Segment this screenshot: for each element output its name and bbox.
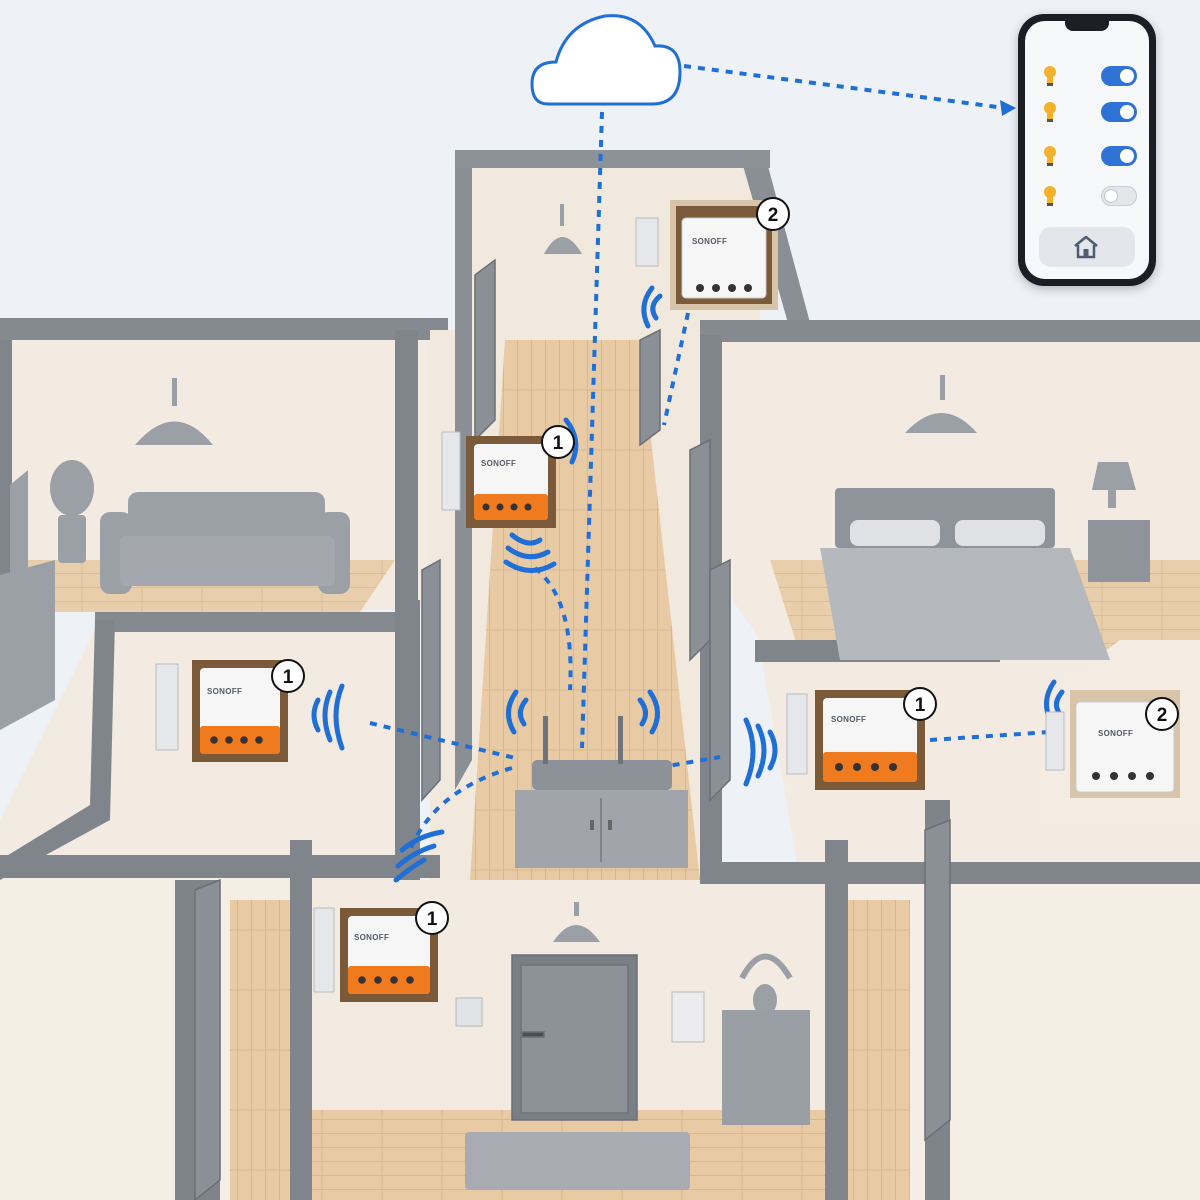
home-button[interactable] bbox=[1039, 227, 1135, 267]
light-bulb-icon bbox=[1044, 186, 1056, 206]
router-to-device-link bbox=[408, 766, 513, 851]
wifi-signal-icon bbox=[637, 689, 660, 735]
potted-plant-icon bbox=[50, 460, 94, 563]
wifi-signal-icon bbox=[506, 689, 529, 735]
sonoff-device-orange[interactable]: SONOFF 1 bbox=[313, 901, 449, 1002]
wall-switch-icon bbox=[635, 217, 659, 267]
vase-icon bbox=[739, 953, 793, 1016]
device-brand-label: SONOFF bbox=[354, 933, 389, 942]
light-toggle[interactable] bbox=[1101, 102, 1137, 122]
wifi-waves bbox=[311, 285, 1065, 883]
house-icon bbox=[1074, 235, 1098, 259]
door-handle bbox=[521, 1031, 545, 1038]
light-bulb-icon bbox=[1044, 146, 1056, 166]
device-badge: 2 bbox=[1157, 705, 1168, 726]
device-brand-label: SONOFF bbox=[207, 687, 242, 696]
hall-door-right-2 bbox=[689, 438, 711, 662]
wifi-signal-icon bbox=[503, 532, 557, 573]
device-brand-label: SONOFF bbox=[831, 715, 866, 724]
wifi-signal-icon bbox=[641, 285, 663, 329]
hall-door-left-2 bbox=[421, 558, 441, 802]
light-toggle[interactable] bbox=[1101, 186, 1137, 206]
sonoff-device-orange[interactable]: SONOFF 1 bbox=[155, 659, 305, 762]
sonoff-device-orange[interactable]: SONOFF 1 bbox=[786, 687, 937, 790]
wall-switch-icon bbox=[313, 907, 335, 993]
device-to-device-link bbox=[929, 730, 1051, 742]
hall-door-right bbox=[639, 328, 661, 447]
phone-screen bbox=[1025, 21, 1149, 279]
light-row bbox=[1039, 63, 1139, 89]
wifi-signal-icon bbox=[393, 829, 445, 883]
wifi-signal-icon bbox=[743, 717, 778, 787]
device-brand-label: SONOFF bbox=[692, 237, 727, 246]
sofa-icon bbox=[100, 492, 350, 594]
light-toggle[interactable] bbox=[1101, 146, 1137, 166]
device-badge: 2 bbox=[768, 205, 779, 226]
router-to-device-link bbox=[533, 566, 573, 691]
bottom-left-door bbox=[194, 878, 221, 1200]
ceiling-lamp-icon bbox=[135, 378, 213, 445]
device-badge: 1 bbox=[553, 433, 564, 454]
phone-notch bbox=[1065, 21, 1109, 31]
sonoff-device-white[interactable]: SONOFF 2 bbox=[635, 197, 790, 310]
console-table-icon bbox=[722, 1010, 810, 1125]
ceiling-lamp-icon bbox=[553, 902, 600, 942]
light-bulb-icon bbox=[1044, 102, 1056, 122]
light-bulb-icon bbox=[1044, 66, 1056, 86]
router-to-device-link bbox=[662, 312, 690, 426]
table-lamp-icon bbox=[1088, 462, 1150, 582]
hall-door-left bbox=[474, 258, 496, 442]
sonoff-device-orange[interactable]: SONOFF 1 bbox=[441, 425, 575, 528]
ceiling-lamp-icon bbox=[544, 204, 582, 254]
ceiling-lamp-icon bbox=[905, 375, 977, 433]
bed-icon bbox=[820, 488, 1110, 660]
cloud-to-phone-link bbox=[683, 64, 1006, 110]
wall-switch-icon bbox=[786, 693, 808, 775]
router-icon bbox=[532, 716, 672, 790]
wall-switch-icon bbox=[455, 997, 483, 1027]
furniture bbox=[0, 204, 1150, 1190]
device-badge: 1 bbox=[427, 909, 438, 930]
wall-switch-icon bbox=[155, 663, 179, 751]
doors bbox=[194, 258, 951, 1200]
wifi-signal-icon bbox=[311, 683, 345, 751]
device-badge: 1 bbox=[915, 695, 926, 716]
doormat bbox=[465, 1132, 690, 1190]
device-brand-label: SONOFF bbox=[481, 459, 516, 468]
wall-switch-icon bbox=[441, 431, 461, 511]
wall-switch-icon bbox=[671, 991, 705, 1043]
bottom-right-door bbox=[924, 818, 951, 1142]
router-to-device-link bbox=[369, 721, 516, 760]
wireless-links bbox=[369, 64, 1051, 851]
light-toggle[interactable] bbox=[1101, 66, 1137, 86]
device-brand-label: SONOFF bbox=[1098, 729, 1133, 738]
light-row bbox=[1039, 99, 1139, 125]
tv-icon bbox=[0, 470, 55, 730]
sonoff-device-white[interactable]: SONOFF 2 bbox=[1045, 690, 1180, 798]
device-badge: 1 bbox=[283, 667, 294, 688]
smartphone bbox=[1018, 14, 1156, 286]
light-row bbox=[1039, 143, 1139, 169]
tv-cabinet-icon bbox=[515, 790, 688, 868]
bottom-left-room bbox=[0, 870, 290, 1200]
hall-door-right-3 bbox=[709, 558, 731, 802]
light-row bbox=[1039, 183, 1139, 209]
cloud-icon bbox=[530, 14, 682, 106]
arrowhead-icon bbox=[1000, 100, 1016, 116]
wall-switch-icon bbox=[1045, 711, 1065, 771]
